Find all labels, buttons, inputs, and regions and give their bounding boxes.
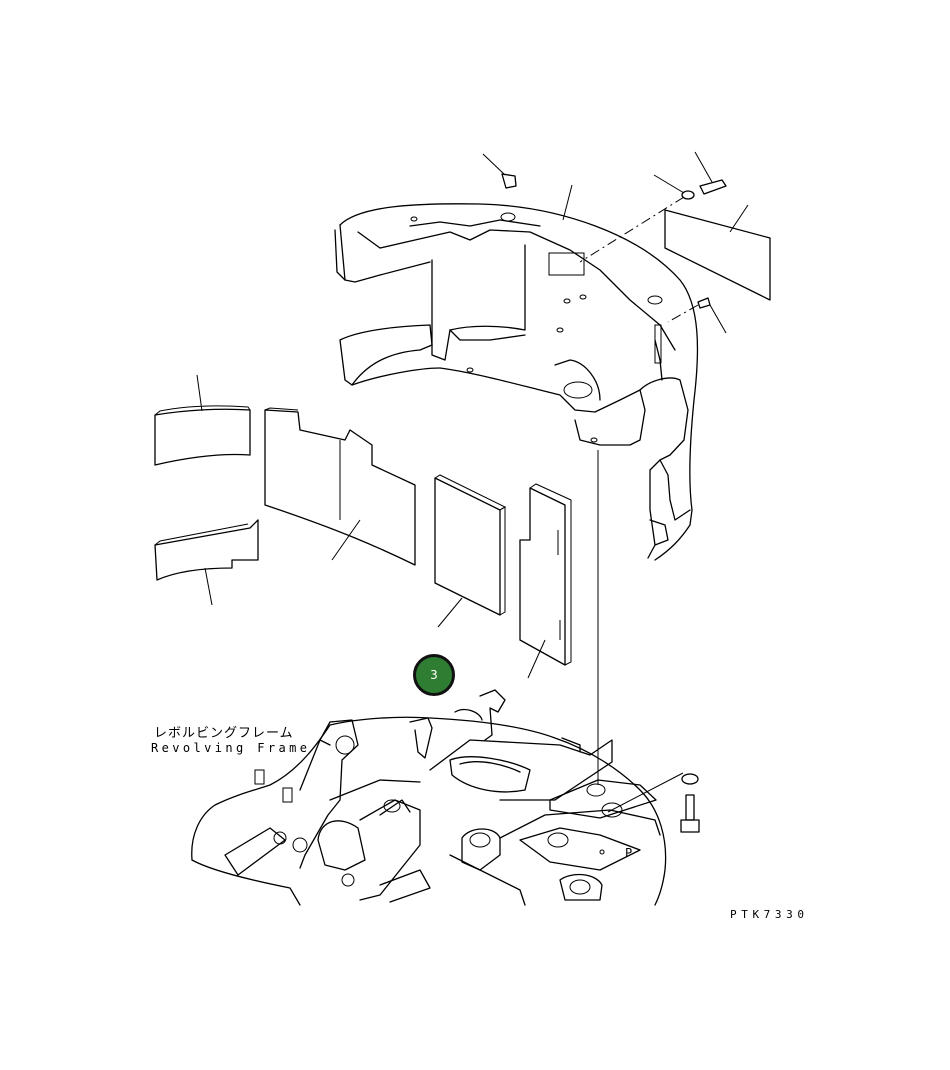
bolt-and-washer-right — [607, 772, 700, 833]
drawing-code: PTK7330 — [730, 908, 809, 921]
bolt-and-washer-top-right — [579, 151, 727, 263]
pad-bottom-left — [154, 519, 259, 606]
callout-badge[interactable]: 3 — [413, 654, 455, 696]
cover-plate — [664, 204, 771, 334]
bolt-top-left — [482, 153, 517, 189]
revolving-frame: P — [191, 689, 667, 906]
frame-label-english: Revolving Frame — [151, 741, 311, 755]
counterweight — [334, 203, 699, 561]
svg-text:P: P — [625, 846, 632, 860]
frame-label-japanese: レボルビングフレーム — [154, 726, 294, 741]
pad-rectangle — [434, 474, 507, 628]
pad-top-left — [154, 374, 251, 466]
pad-large — [264, 407, 416, 566]
pad-stepped — [519, 483, 572, 679]
